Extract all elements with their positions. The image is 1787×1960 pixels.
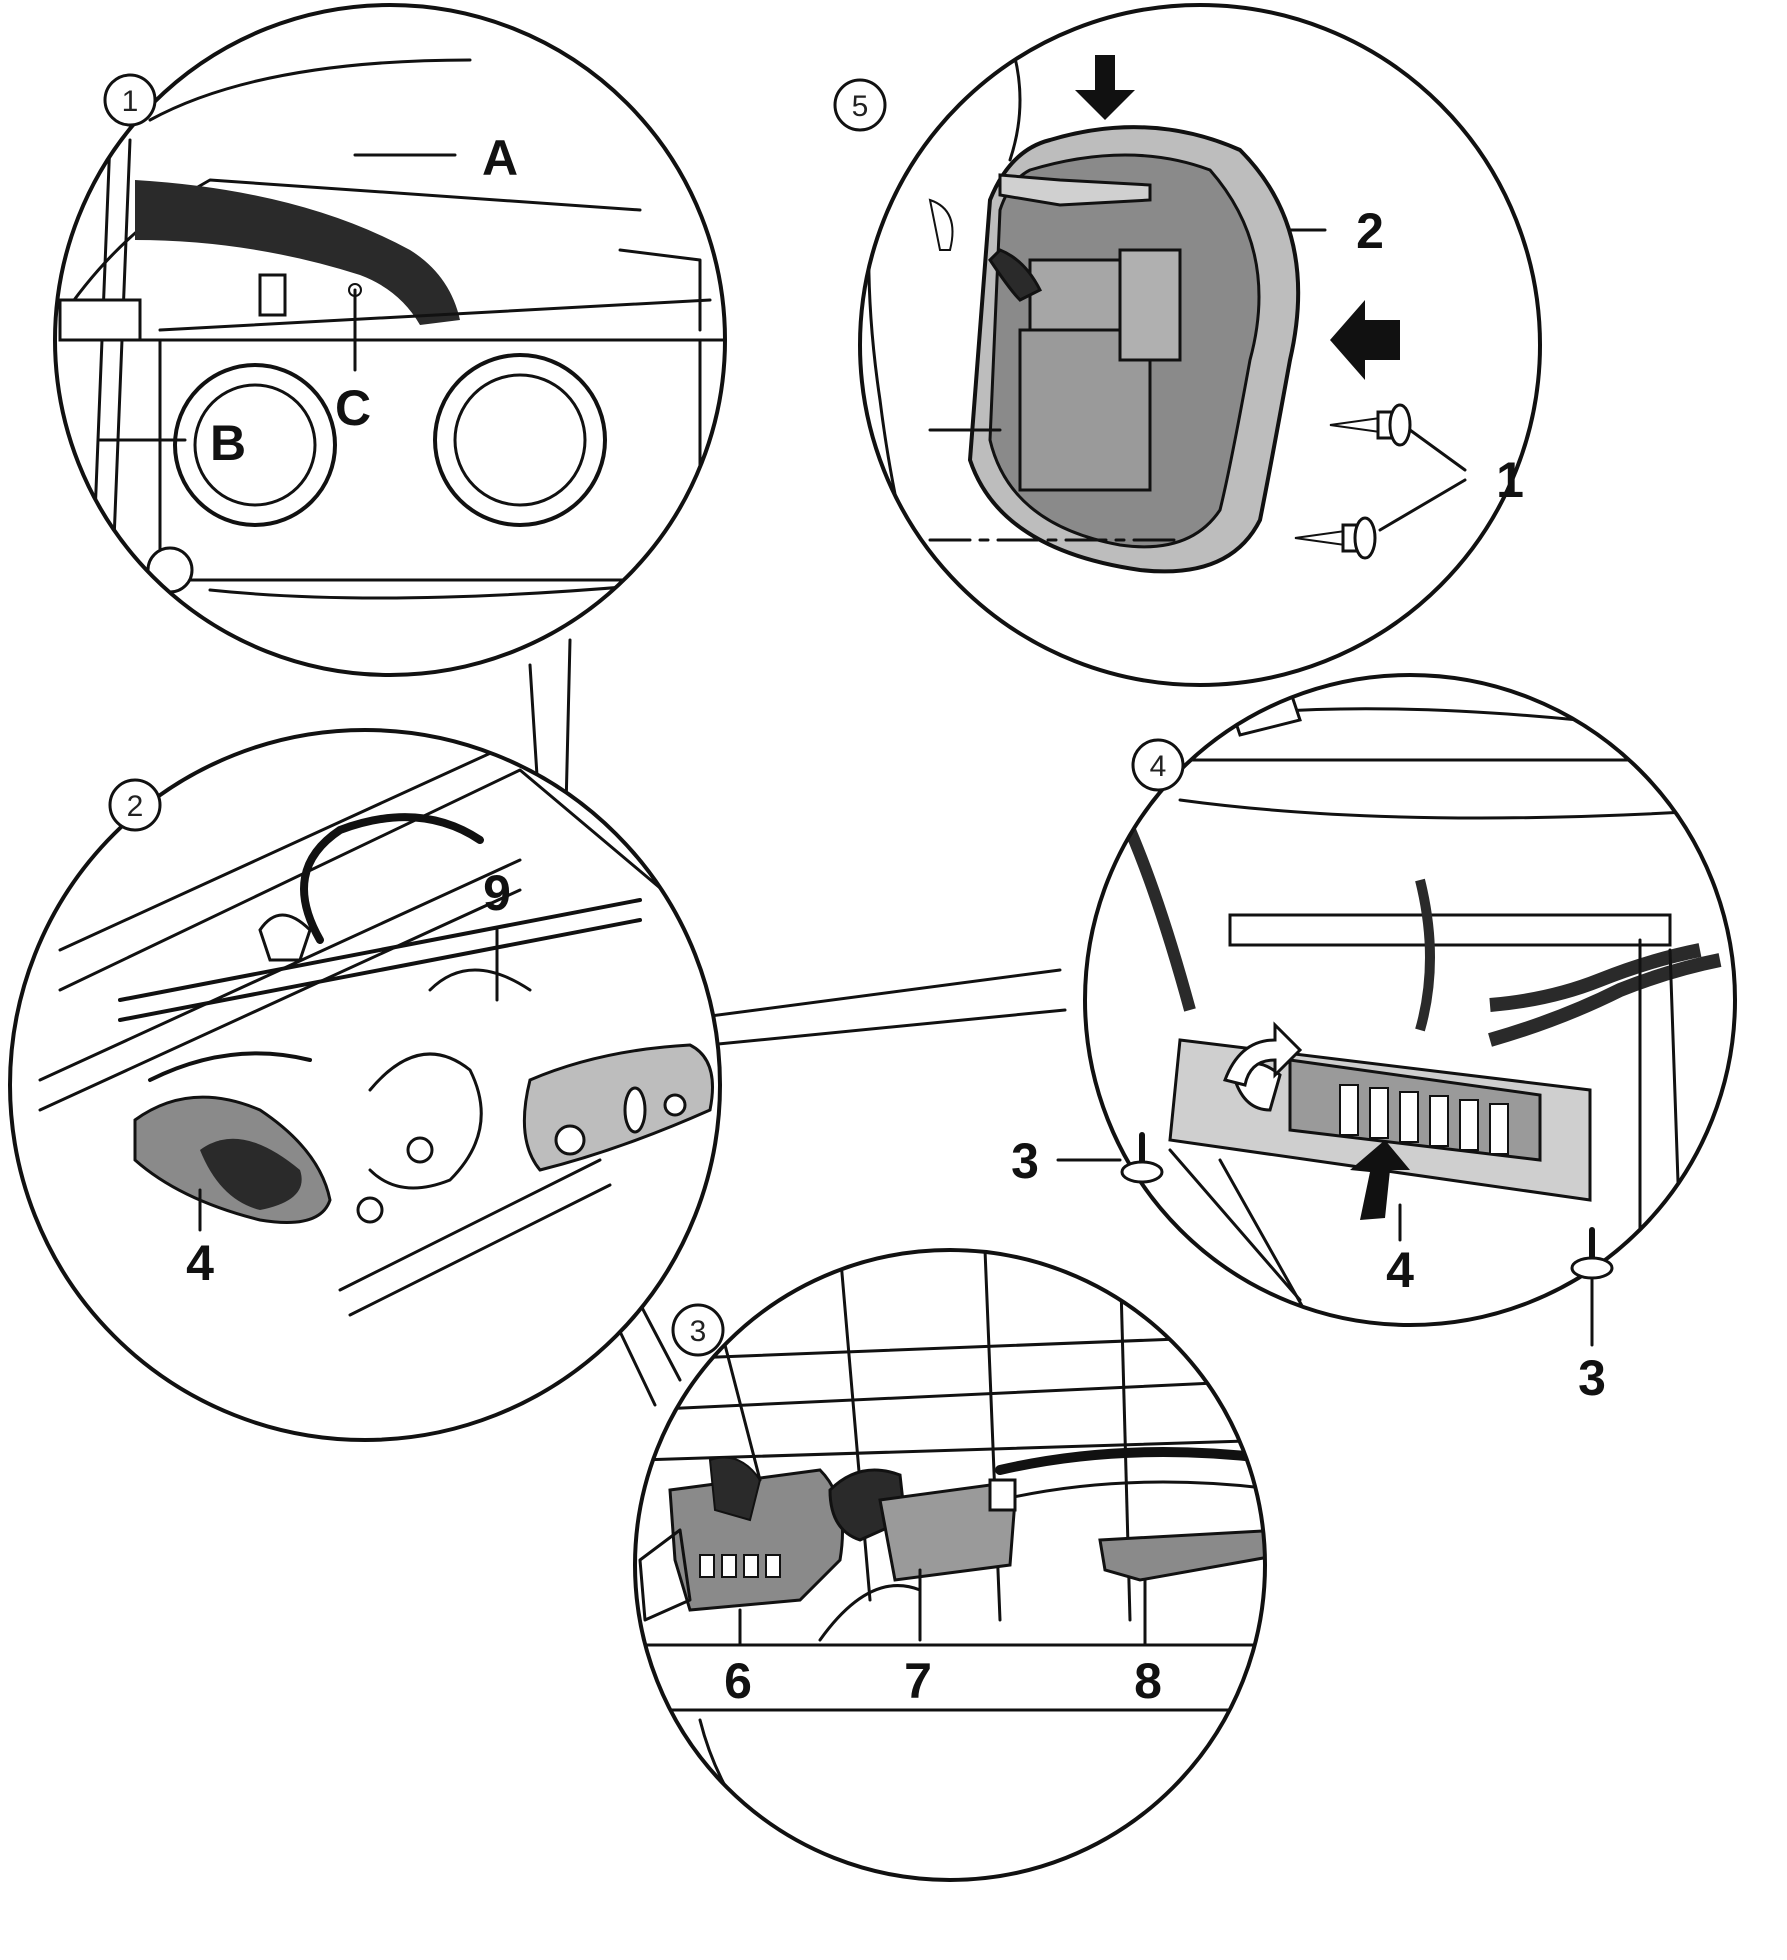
screw-icon — [1120, 1132, 1164, 1184]
callout-6: 6 — [724, 1653, 752, 1709]
step-number-badge — [103, 73, 157, 127]
detail-1-illustration — [53, 3, 727, 677]
callout-8: 8 — [1134, 1653, 1162, 1709]
detail-1-leaders — [98, 153, 457, 442]
screw-icon — [1329, 403, 1412, 447]
detail-2-illustration — [8, 728, 722, 1442]
callout-1: 1 — [1496, 452, 1524, 508]
step-number-badge — [108, 778, 162, 832]
detail-5-illustration — [858, 3, 1542, 687]
callout-4-right: 4 — [1386, 1242, 1414, 1298]
step-number-2: 2 — [127, 790, 144, 823]
rotate-arrow-icon — [1223, 1021, 1303, 1087]
detail-5-leaders — [1288, 228, 1467, 532]
callout-a: A — [482, 130, 518, 186]
step-number-4: 4 — [1150, 750, 1167, 783]
callout-c: C — [335, 380, 371, 436]
callout-2: 2 — [1356, 203, 1384, 259]
callout-b: B — [210, 415, 246, 471]
push-up-arrow-icon — [1350, 1140, 1410, 1220]
callout-7: 7 — [904, 1653, 932, 1709]
detail-4-leaders — [1056, 1158, 1594, 1347]
step-number-badge — [1131, 738, 1185, 792]
detail-3-leaders — [723, 1343, 1147, 1647]
step-number-badge — [671, 1303, 725, 1357]
screw-icon — [1294, 516, 1377, 560]
detail-4-illustration — [1083, 673, 1737, 1327]
step-number-3: 3 — [690, 1315, 707, 1348]
step-number-5: 5 — [852, 90, 869, 123]
callout-3-left: 3 — [1011, 1133, 1039, 1189]
push-left-arrow-icon — [1330, 300, 1400, 380]
step-number-badge — [833, 78, 887, 132]
detail-2-leaders — [198, 928, 499, 1232]
detail-3-illustration — [633, 1248, 1267, 1882]
push-down-arrow-icon — [1075, 55, 1135, 120]
callout-4: 4 — [186, 1235, 214, 1291]
callout-3-bottom: 3 — [1578, 1350, 1606, 1406]
callout-9: 9 — [483, 865, 511, 921]
screw-icon — [1570, 1227, 1614, 1280]
step-number-1: 1 — [122, 85, 139, 118]
